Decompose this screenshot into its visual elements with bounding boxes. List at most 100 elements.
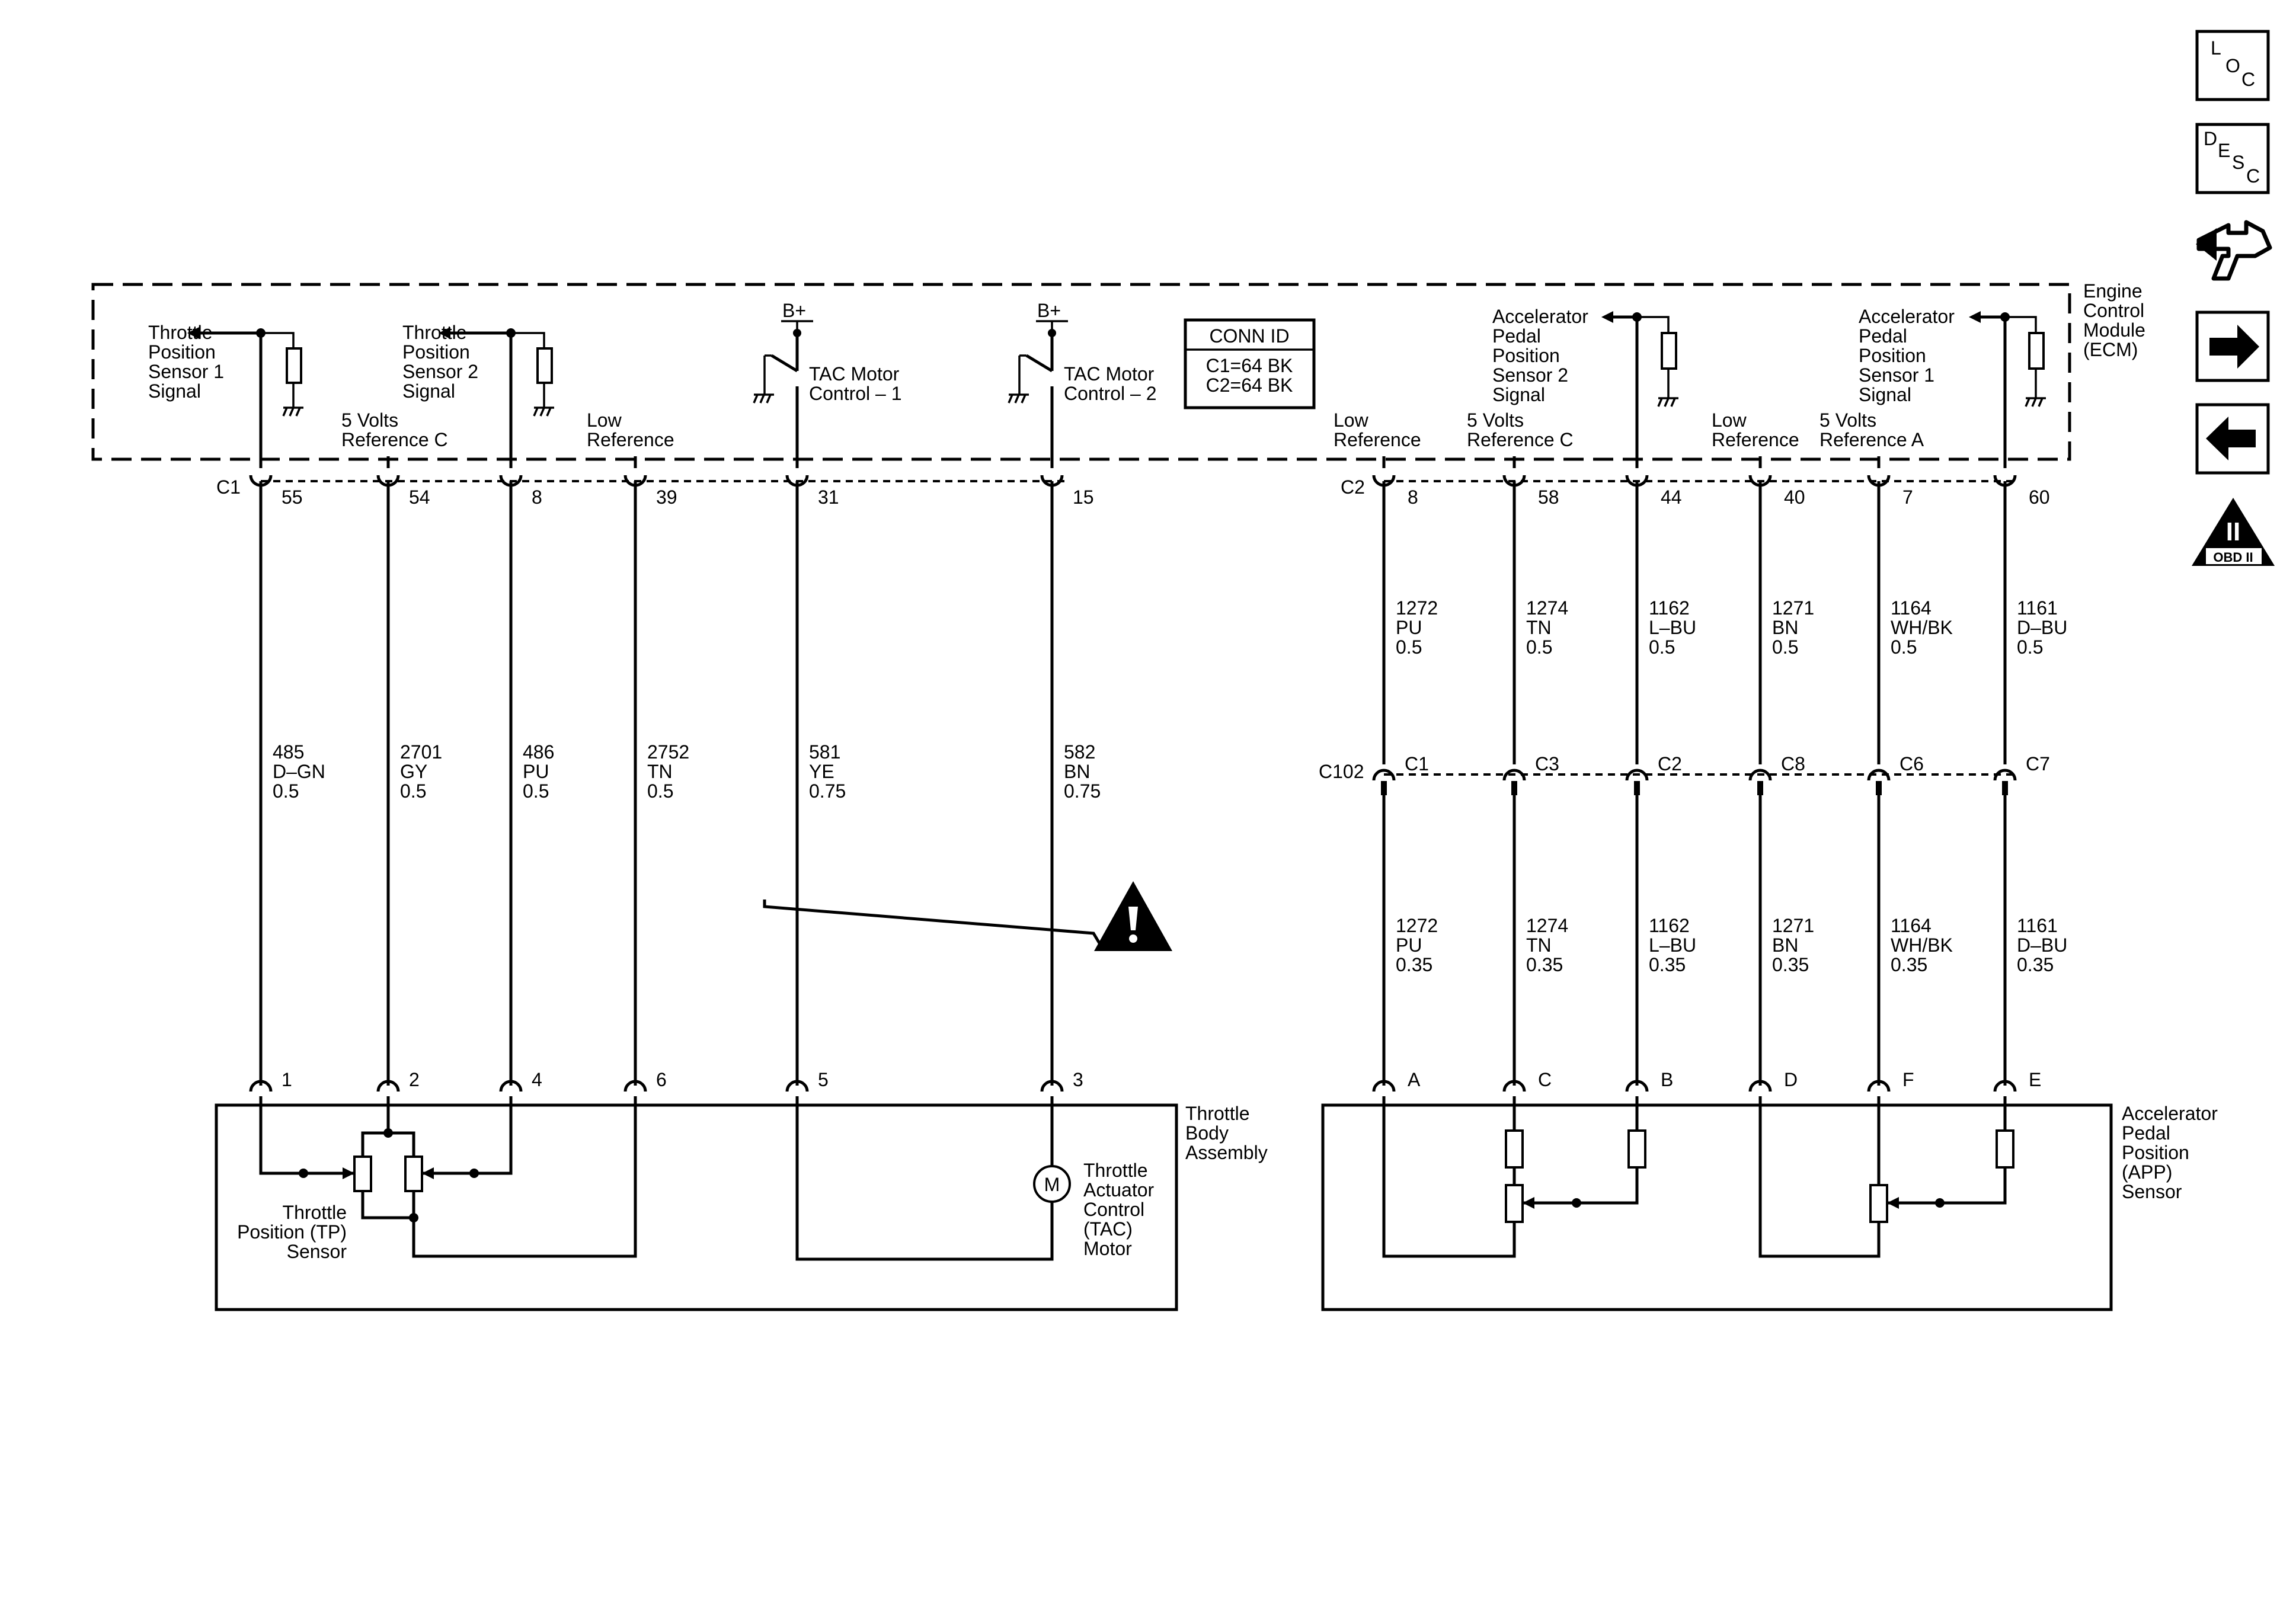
throttle-body-label: Assembly [1185, 1142, 1268, 1163]
inline-terminal [1993, 769, 2017, 781]
ecm-pin-label: 7 [1902, 486, 1913, 508]
arrowhead-icon [1601, 311, 1613, 323]
ecm-label-tp1-signal: Signal [148, 380, 201, 402]
ground-icon [1657, 397, 1678, 407]
ecm-label-tac1: TAC Motor [809, 363, 900, 385]
wire-info-1272-lower: PU [1396, 934, 1422, 956]
ecm-label-app-low2: Reference [1712, 429, 1799, 450]
ecm-pin-label: 58 [1538, 486, 1559, 508]
ecm-label-tp2-signal: Sensor 2 [402, 361, 478, 382]
junction-dot [469, 1169, 479, 1178]
device-terminal [1040, 1080, 1064, 1092]
tp1-pullup-resistor [286, 347, 302, 384]
desc-icon[interactable]: D E S C [2195, 123, 2270, 194]
wire-info-485: 0.5 [273, 780, 299, 802]
ecm-label-tp2-signal: Throttle [402, 322, 466, 343]
wire-info-1164-lower: 0.35 [1891, 954, 1927, 975]
device-terminal [1625, 1080, 1649, 1092]
inline-pin-label: C6 [1900, 753, 1924, 774]
wire-info-582: BN [1064, 761, 1090, 782]
wire-info-1271-upper: 1271 [1772, 597, 1814, 619]
wire-info-1162-lower: 0.35 [1649, 954, 1686, 975]
device-terminal [1867, 1080, 1891, 1092]
device-pin-label: F [1902, 1069, 1914, 1090]
device-terminal [785, 1080, 809, 1092]
wire-info-1272-upper: 0.5 [1396, 636, 1422, 658]
connector-tool-icon[interactable] [2196, 220, 2272, 281]
tac-motor-label: Actuator [1083, 1179, 1155, 1201]
app1-potentiometer [1869, 1184, 1888, 1223]
tp2-signal-internal [422, 1096, 513, 1175]
tac-motor-label: Throttle [1083, 1160, 1147, 1181]
ecm-label-tp2-signal: Position [402, 341, 470, 363]
app2-signal-resistor [1627, 1129, 1646, 1169]
device-terminal [249, 1080, 273, 1092]
wire-info-1164-lower: 1164 [1891, 915, 1932, 936]
device-terminal [376, 1080, 400, 1092]
ecm-label-tp1-signal: Position [148, 341, 216, 363]
tac-motor-label: Control [1083, 1199, 1144, 1220]
throttle-body-label: Throttle [1185, 1103, 1249, 1124]
wire-info-1274-lower: TN [1526, 934, 1552, 956]
next-arrow-icon[interactable] [2195, 311, 2270, 382]
wire-info-1161-lower: D–BU [2017, 934, 2067, 956]
ecm-label-tac2: Control – 2 [1064, 383, 1157, 404]
wire-info-1272-upper: PU [1396, 617, 1422, 638]
wire-info-1272-lower: 1272 [1396, 915, 1438, 936]
device-pin-label: 3 [1073, 1069, 1083, 1090]
device-pin-label: 2 [409, 1069, 420, 1090]
ecm-pin-label: 39 [656, 486, 677, 508]
loc-letter: O [2225, 55, 2240, 76]
ecm-label-app-ref-c: 5 Volts [1467, 409, 1524, 431]
caution-triangle-icon[interactable] [1094, 881, 1172, 951]
loc-letter: L [2211, 37, 2221, 59]
inline-pin-body [1634, 781, 1640, 795]
app2-reference-resistor [1505, 1129, 1524, 1169]
loc-icon[interactable]: L O C [2195, 30, 2270, 101]
wire-info-1162-upper: 1162 [1649, 597, 1690, 619]
device-pin-label: 6 [656, 1069, 667, 1090]
ecm-label-app2-signal: Signal [1492, 384, 1545, 405]
wire-info-1274-lower: 1274 [1526, 915, 1568, 936]
arrowhead-icon [1523, 1197, 1534, 1209]
ecm-label-tp-low: Low [587, 409, 622, 431]
wire-info-582: 0.75 [1064, 780, 1101, 802]
ecm-pin-label: 8 [1408, 486, 1418, 508]
wire-info-1272-upper: 1272 [1396, 597, 1438, 619]
obd-ii-icon[interactable]: II OBD II [2192, 498, 2275, 566]
wire-info-582: 582 [1064, 741, 1095, 763]
device-terminal [1993, 1080, 2017, 1092]
wire-info-1274-lower: 0.35 [1526, 954, 1563, 975]
device-pin-label: D [1784, 1069, 1798, 1090]
ecm-label-tp-low: Reference [587, 429, 674, 450]
desc-letter: C [2246, 165, 2260, 187]
wire-info-486: 486 [523, 741, 554, 763]
inline-terminal [1502, 769, 1526, 781]
junction-dot [299, 1169, 308, 1178]
wire-info-1162-upper: L–BU [1649, 617, 1696, 638]
arrowhead-icon [1887, 1197, 1899, 1209]
inline-pin-label: C2 [1658, 753, 1682, 774]
ecm-label-app2-signal: Accelerator [1492, 306, 1588, 327]
ecm-label-app-ref-a: Reference A [1819, 429, 1924, 450]
ecm-boundary [91, 283, 2071, 461]
ground-icon [282, 406, 303, 417]
previous-arrow-icon[interactable] [2195, 403, 2270, 475]
app2-wiper-internal [1523, 1167, 1639, 1205]
wire-info-1271-upper: BN [1772, 617, 1798, 638]
junction-dot [1572, 1198, 1581, 1208]
ecm-pin-label: 40 [1784, 486, 1805, 508]
wire-info-1164-upper: 0.5 [1891, 636, 1917, 658]
ecm-label-app-low1: Low [1334, 409, 1369, 431]
pullup-trace [1637, 316, 1670, 333]
app2-potentiometer [1505, 1184, 1524, 1223]
throttle-body-box [215, 1103, 1178, 1311]
inline-pin-body [1381, 781, 1387, 795]
conn-id-box [1184, 318, 1316, 409]
inline-pin-label: C8 [1781, 753, 1805, 774]
inline-terminal [1625, 769, 1649, 781]
ecm-pin-label: 8 [532, 486, 542, 508]
tp1-potentiometer [353, 1156, 372, 1192]
wire-info-2701: GY [400, 761, 427, 782]
